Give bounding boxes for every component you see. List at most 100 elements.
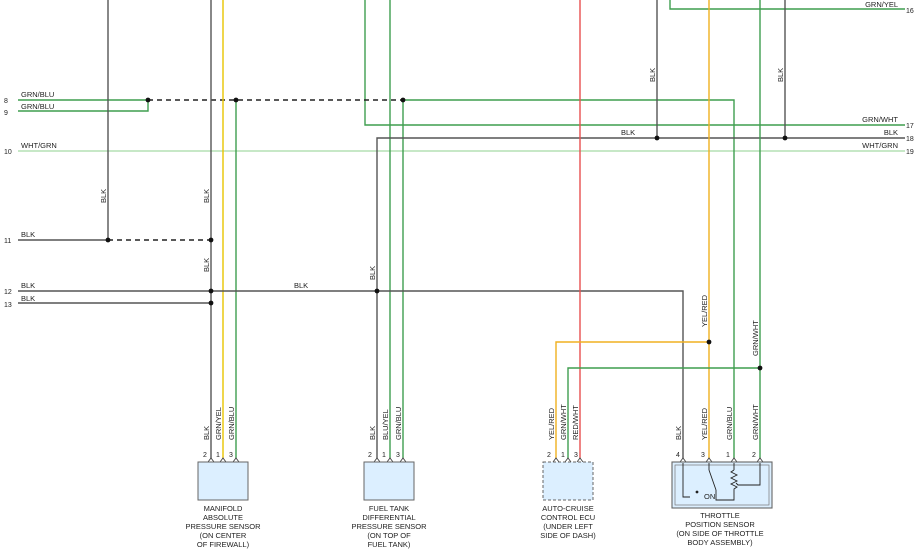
internal-wire [741, 463, 761, 486]
pin-number: 3 [396, 452, 400, 459]
caption-line: MANIFOLD [204, 504, 243, 513]
pin-terminals [552, 457, 584, 463]
caption-line: PRESSURE SENSOR [351, 522, 427, 531]
vlabel: BLK [776, 68, 785, 82]
wire-blk-row12 [18, 290, 684, 458]
connector-body [542, 461, 594, 501]
vlabel: BLK [648, 68, 657, 82]
caption-line: THROTTLE [700, 511, 740, 520]
pin-number: 3 [701, 452, 705, 459]
pin-number: 2 [547, 452, 551, 459]
row-label: BLK [21, 294, 35, 303]
row-number: 19 [906, 149, 914, 156]
row-label: WHT/GRN [862, 141, 898, 150]
pin-number: 2 [368, 452, 372, 459]
connector-wire-label: GRN/BLU [394, 407, 403, 440]
connector-inner-frame [674, 464, 770, 506]
connector-body [197, 461, 249, 501]
row-label: BLK [21, 281, 35, 290]
caption-line: FUEL TANK [369, 504, 409, 513]
caption-line: PRESSURE SENSOR [185, 522, 261, 531]
internal-wiper [735, 482, 741, 486]
row-label: GRN/WHT [862, 115, 898, 124]
left-row-labels: 8 GRN/BLU 9 GRN/BLU 10 WHT/GRN 11 BLK 12… [4, 90, 57, 309]
splices [105, 97, 788, 371]
connector-wire-label: GRN/BLU [725, 407, 734, 440]
row-number: 13 [4, 302, 12, 309]
splice-dot [208, 300, 214, 306]
wire-grn-wht-row17 [364, 0, 905, 126]
splice-dot [706, 339, 712, 345]
internal-contact-dot [695, 490, 699, 494]
pin-number: 1 [726, 452, 730, 459]
connector-wire-label: GRN/WHT [559, 404, 568, 440]
internal-wire [682, 463, 690, 498]
caption-line: SIDE OF DASH) [540, 531, 596, 540]
caption-line: (ON TOP OF [367, 531, 411, 540]
connector-wire-label: GRN/BLU [227, 407, 236, 440]
wire-grn-wht-ecu [567, 367, 760, 458]
splice-dot [208, 237, 214, 243]
pin-terminals [207, 457, 240, 463]
internal-wire [715, 490, 735, 501]
row-number: 10 [4, 149, 12, 156]
connector-body [363, 461, 415, 501]
row-label: BLK [884, 128, 898, 137]
right-row-labels: GRN/YEL 16 GRN/WHT 17 BLK 18 WHT/GRN 19 [862, 0, 914, 156]
row-label: BLK [21, 230, 35, 239]
caption-line: (UNDER LEFT [543, 522, 593, 531]
caption-line: CONTROL ECU [541, 513, 595, 522]
connector-wire-label: YEL/RED [547, 407, 556, 440]
caption-line: (ON SIDE OF THROTTLE [676, 529, 763, 538]
vlabel: BLK [99, 189, 108, 203]
vlabel: BLK [202, 258, 211, 272]
wire-grn-blu-row8-right [403, 99, 735, 458]
splice-dot [654, 135, 660, 141]
vlabel: BLK [202, 189, 211, 203]
pin-number: 3 [229, 452, 233, 459]
caption-line: DIFFERENTIAL [362, 513, 415, 522]
pin-number: 3 [574, 452, 578, 459]
splice-dot [782, 135, 788, 141]
wire-grn-blu-row9 [18, 100, 149, 112]
connector-wire-label: GRN/YEL [214, 407, 223, 440]
wire-blk-row18 [376, 137, 905, 458]
connector-wire-label: YEL/RED [700, 407, 709, 440]
wires [18, 0, 905, 458]
row-label: WHT/GRN [21, 141, 57, 150]
row-number: 18 [906, 136, 914, 143]
connector-throttle-position-sensor: BLK YEL/RED GRN/BLU GRN/WHT 4 3 1 2 ON T… [671, 404, 773, 547]
pin-terminals [373, 457, 407, 463]
caption-line: POSITION SENSOR [685, 520, 755, 529]
splice-dot [208, 288, 214, 294]
caption-line: (ON CENTER [200, 531, 247, 540]
vertical-wire-labels: BLK BLK BLK BLK BLK BLK YEL/RED GRN/WHT [99, 68, 785, 356]
connector-fuel-tank-differential-pressure-sensor: BLK BLU/YEL GRN/BLU 2 1 3 FUEL TANK DIFF… [351, 407, 427, 549]
splice-dot [400, 97, 406, 103]
pin-number: 1 [216, 452, 220, 459]
row-label: GRN/YEL [865, 0, 898, 9]
connector-wire-label: GRN/WHT [751, 404, 760, 440]
wire-label-row12: BLK [294, 281, 308, 290]
row-number: 12 [4, 289, 12, 296]
connector-manifold-absolute-pressure-sensor: BLK GRN/YEL GRN/BLU 2 1 3 MANIFOLD ABSOL… [185, 407, 261, 549]
connector-wire-label: BLK [368, 426, 377, 440]
row-label: GRN/BLU [21, 102, 54, 111]
pin-number: 1 [561, 452, 565, 459]
row-number: 16 [906, 8, 914, 15]
splice-dot [105, 237, 111, 243]
internal-switch-arm [708, 469, 717, 491]
row-number: 9 [4, 110, 8, 117]
caption-line: OF FIREWALL) [197, 540, 250, 549]
connector-wire-label: RED/WHT [571, 405, 580, 440]
pin-number: 2 [752, 452, 756, 459]
switch-on-label: ON [704, 492, 715, 501]
wire-grn-yel-row16 [669, 0, 905, 10]
caption-line: BODY ASSEMBLY) [687, 538, 753, 547]
internal-resistor [729, 469, 739, 497]
connector-auto-cruise-control-ecu: YEL/RED GRN/WHT RED/WHT 2 1 3 AUTO-CRUIS… [540, 404, 596, 540]
caption-line: AUTO-CRUISE [542, 504, 594, 513]
wire-yel-red-ecu [555, 341, 709, 458]
row-number: 8 [4, 98, 8, 105]
